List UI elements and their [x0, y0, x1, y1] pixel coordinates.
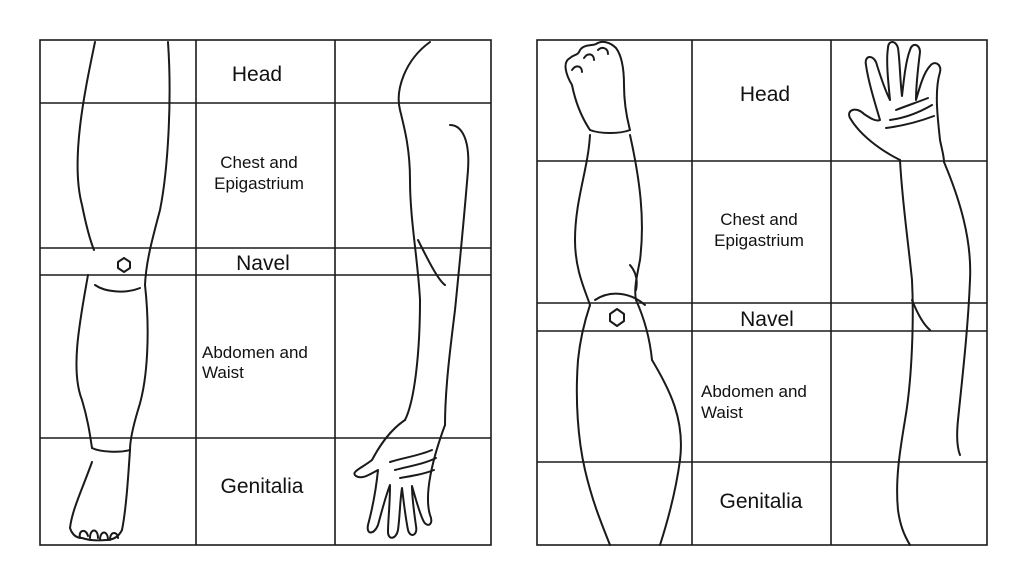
left-label-head: Head — [232, 63, 282, 86]
right-label-navel: Navel — [740, 308, 794, 331]
right-label-genitalia: Genitalia — [720, 490, 803, 513]
right-label-head: Head — [740, 83, 790, 106]
left-label-chest-line2: Epigastrium — [214, 174, 304, 193]
right-labels: Head Chest and Epigastrium Navel Abdomen… — [701, 83, 807, 513]
left-label-chest-line1: Chest and — [220, 153, 298, 172]
right-panel: Head Chest and Epigastrium Navel Abdomen… — [536, 39, 988, 546]
left-arm-drawing — [353, 41, 470, 539]
right-label-chest-line1: Chest and — [720, 210, 798, 229]
right-label-chest-line2: Epigastrium — [714, 231, 804, 250]
left-label-navel: Navel — [236, 252, 290, 275]
right-leg-drawing — [564, 40, 682, 546]
left-panel: Head Chest and Epigastrium Navel Abdomen… — [39, 39, 492, 546]
left-grid — [39, 39, 492, 546]
right-label-abdomen-line1: Abdomen and — [701, 382, 807, 401]
right-grid — [536, 39, 988, 546]
right-arm-drawing — [848, 41, 972, 546]
left-label-abdomen-line1: Abdomen and — [202, 343, 308, 362]
left-label-abdomen-line2: Waist — [202, 363, 244, 382]
left-labels: Head Chest and Epigastrium Navel Abdomen… — [202, 63, 308, 498]
left-navel-marker — [117, 257, 131, 273]
left-label-genitalia: Genitalia — [221, 475, 304, 498]
left-leg-drawing — [69, 41, 171, 542]
right-label-abdomen-line2: Waist — [701, 403, 743, 422]
right-navel-marker — [609, 308, 625, 327]
